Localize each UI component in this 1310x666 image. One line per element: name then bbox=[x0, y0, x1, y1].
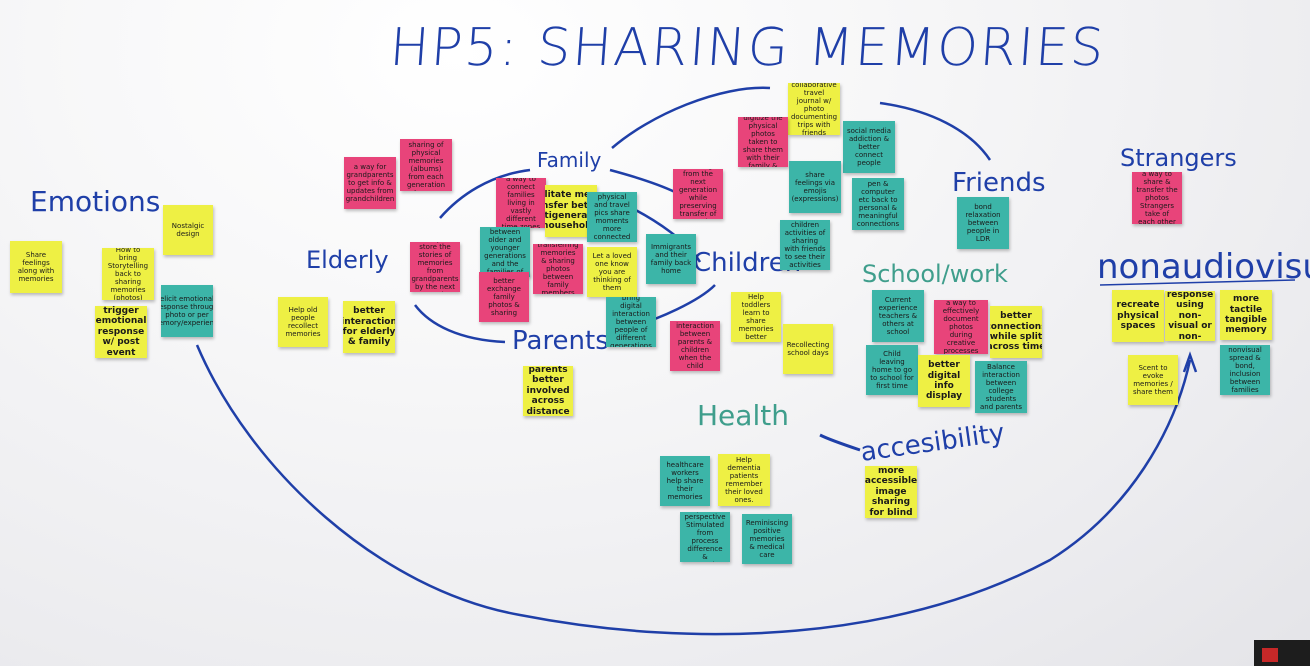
health-arrow-line bbox=[819, 433, 861, 452]
sticky-note: children activities of sharing with frie… bbox=[780, 220, 830, 270]
sticky-note: a way for grandparents to get info & upd… bbox=[344, 157, 396, 209]
sticky-note: a way to store the stories of memories f… bbox=[410, 242, 460, 292]
label-parents: Parents bbox=[512, 326, 609, 356]
friends-arc-line bbox=[879, 101, 992, 161]
elderly-parents-line bbox=[414, 304, 506, 344]
sticky-note: better connections while split across ti… bbox=[990, 306, 1042, 358]
sticky-note: How to bring Storytelling back to sharin… bbox=[102, 248, 154, 300]
sticky-note: a way to transfer knowledge from the nex… bbox=[673, 169, 723, 219]
sticky-note: better exchange family photos & sharing bbox=[479, 272, 529, 322]
sticky-note: recreate physical spaces bbox=[1112, 290, 1164, 342]
marker-underline-nonav bbox=[1099, 279, 1296, 286]
sticky-note: Scent to evoke memories / share them bbox=[1128, 355, 1178, 405]
sticky-note: Nostalgic design bbox=[163, 205, 213, 255]
corner-object-red bbox=[1262, 648, 1278, 662]
sticky-note: pen & computer etc back to personal & me… bbox=[852, 178, 904, 230]
sticky-note: more accessible image sharing for blind bbox=[865, 466, 917, 518]
sticky-note: Balance interaction between college stud… bbox=[975, 361, 1027, 413]
sticky-note: social media addiction & better connect … bbox=[843, 121, 895, 173]
sticky-note: healthcare workers help share their memo… bbox=[660, 456, 710, 506]
sticky-note: a way to effectively document photos dur… bbox=[934, 300, 988, 354]
sticky-note: better digital info display bbox=[918, 355, 970, 407]
label-nonaudiovisual: nonaudiovisual bbox=[1097, 247, 1310, 287]
label-health: Health bbox=[697, 399, 789, 432]
sticky-note: Reminiscing positive memories & medical … bbox=[742, 514, 792, 564]
sticky-note: Immigrants and their family back home bbox=[646, 234, 696, 284]
sticky-note: bond relaxation between people in LDR bbox=[957, 197, 1009, 249]
label-school-work: School/work bbox=[862, 260, 1008, 288]
top-arc-line bbox=[611, 86, 771, 149]
nonaudiovisual-arrow bbox=[1182, 351, 1198, 373]
sticky-note: Recollecting school days bbox=[783, 324, 833, 374]
sticky-note: a way to share & transfer the photos Str… bbox=[1132, 172, 1182, 224]
sticky-note: physical and travel pics share moments m… bbox=[587, 192, 637, 242]
sticky-note: collaborative travel journal w/ photo do… bbox=[788, 83, 840, 135]
sticky-note: elicit response using non-visual or non-… bbox=[1165, 291, 1215, 341]
sticky-note: a way to facilitate interaction between … bbox=[670, 321, 720, 371]
label-elderly: Elderly bbox=[306, 246, 389, 274]
sticky-note: Let a loved one know you are thinking of… bbox=[587, 247, 637, 297]
sticky-note: nonvisual spread & bond, inclusion betwe… bbox=[1220, 345, 1270, 395]
sticky-note: Share feelings along with memories bbox=[10, 241, 62, 293]
family-line-left bbox=[439, 168, 531, 219]
big-loop-line bbox=[195, 344, 1192, 636]
sticky-note: Introduction between older and younger g… bbox=[480, 227, 530, 277]
sticky-note: trigger emotional response w/ post event bbox=[95, 306, 147, 358]
sticky-note: share feelings via emojis (expressions) bbox=[789, 161, 841, 213]
sticky-note: a way to connect families living in vast… bbox=[496, 178, 546, 228]
sticky-note: bring digital interaction between people… bbox=[606, 297, 656, 347]
family-line-right bbox=[609, 168, 676, 194]
sticky-note: elicit emotional response through photo … bbox=[161, 285, 213, 337]
sticky-note: parents better involved across distance bbox=[523, 366, 573, 416]
sticky-note: more tactile tangible memory bbox=[1220, 290, 1272, 340]
label-emotions: Emotions bbox=[30, 185, 161, 218]
sticky-note: better interaction for elderly & family bbox=[343, 301, 395, 353]
sticky-note: Help old people recollect memories bbox=[278, 297, 328, 347]
sticky-note: Help dementia patients remember their lo… bbox=[718, 454, 770, 506]
sticky-note: 1-person perspective Stimulated from pro… bbox=[680, 512, 730, 562]
sticky-note: transferring memories & sharing photos b… bbox=[533, 244, 583, 294]
label-family: Family bbox=[537, 148, 602, 172]
sticky-note: a way to digitize the physical photos ta… bbox=[738, 117, 788, 167]
label-strangers: Strangers bbox=[1120, 144, 1237, 172]
sticky-note: Current experience teachers & others at … bbox=[872, 290, 924, 342]
sticky-note: a way to transfer the sharing of physica… bbox=[400, 139, 452, 191]
page-title: HP5: SHARING MEMORIES bbox=[387, 18, 1108, 78]
sticky-note: Help toddlers learn to share memories be… bbox=[731, 292, 781, 342]
label-friends: Friends bbox=[952, 168, 1046, 198]
sticky-note: Child leaving home to go to school for f… bbox=[866, 345, 918, 395]
